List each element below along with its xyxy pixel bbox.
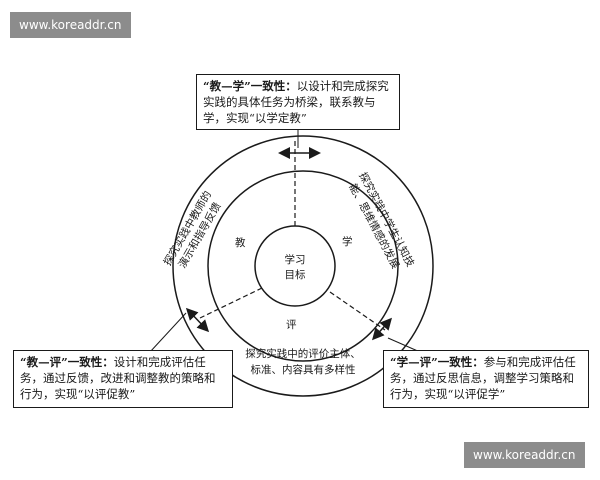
outer-ring [172,135,434,397]
watermark-top: www.koreaddr.cn [10,12,131,38]
label-learn: 学 [342,236,353,248]
callout-learn-assess-head: “学—评”一致性： [390,355,484,369]
callout-teach-learn-head: “教—学”一致性： [203,79,297,93]
bottom-ring-text: 探究实践中的评价主体、 标准、内容具有多样性 [228,346,378,378]
center-label: 学习 目标 [277,253,313,283]
divider-left [199,287,263,319]
divider-right [329,291,386,331]
bottom-ring-text-line-1: 探究实践中的评价主体、 [245,348,361,360]
callout-teach-assess-head: “教—评”一致性： [20,355,114,369]
watermark-bottom: www.koreaddr.cn [464,442,585,468]
bottom-ring-text-line-2: 标准、内容具有多样性 [250,364,356,376]
callout-teach-assess: “教—评”一致性：设计和完成评估任务，通过反馈，改进和调整教的策略和行为，实现“… [13,350,233,408]
arrow-right [372,317,392,341]
callout-teach-learn: “教—学”一致性：以设计和完成探究实践的具体任务为桥梁，联系教与学，实现“以学定… [196,74,400,130]
leader-right [387,337,421,353]
center-label-line-1: 学习 [284,254,306,266]
callout-teach-assess-body: 设计和完成评估任务，通过反馈，改进和调整教的策略和行为，实现“以评促教” [20,355,216,401]
callout-teach-learn-body: 以设计和完成探究实践的具体任务为桥梁，联系教与学，实现“以学定教” [203,79,389,125]
label-teach: 教 [235,237,246,249]
middle-ring [207,170,399,362]
callout-learn-assess: “学—评”一致性：参与和完成评估任务，通过反思信息，调整学习策略和行为，实现“以… [383,350,589,408]
arrow-left [185,307,210,333]
center-label-line-2: 目标 [284,269,306,281]
label-assess: 评 [286,319,297,331]
leader-left [149,312,187,353]
callout-learn-assess-body: 参与和完成评估任务，通过反思信息，调整学习策略和行为，实现“以评促学” [390,355,576,401]
